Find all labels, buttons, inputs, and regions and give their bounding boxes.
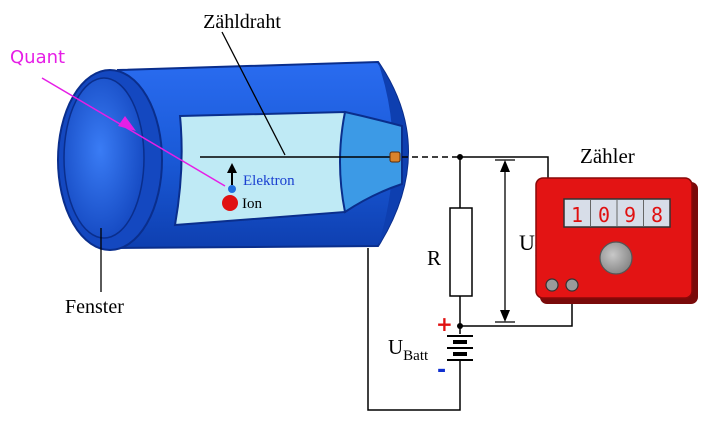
counter-knob[interactable]	[599, 241, 633, 275]
gas-chamber	[173, 110, 346, 227]
quant-label: Quant	[10, 47, 65, 68]
electron-arrowhead	[227, 163, 237, 173]
battery-minus: -	[437, 358, 446, 383]
counter-device: 1 0 9 8	[535, 177, 698, 304]
ion-label: Ion	[242, 196, 262, 212]
window	[63, 77, 145, 239]
elektron-label: Elektron	[243, 173, 295, 189]
battery-plus: +	[436, 312, 453, 336]
counter-digit-4: 8	[651, 203, 663, 227]
geiger-tube	[57, 60, 409, 251]
fenster-label: Fenster	[65, 296, 124, 318]
anode-holder	[339, 110, 403, 214]
zaehler-label: Zähler	[580, 144, 635, 168]
quant-arrowhead	[118, 116, 136, 131]
resistor	[449, 207, 473, 297]
counter-digit-1: 1	[571, 203, 583, 227]
ion	[222, 195, 238, 211]
zaehldraht-pointer	[221, 31, 286, 156]
counter-terminal-left	[545, 278, 559, 292]
battery	[447, 326, 473, 366]
junction-top	[457, 154, 463, 160]
counter-terminal-right	[565, 278, 579, 292]
electron	[228, 185, 236, 193]
counter-digit-2: 0	[598, 203, 610, 227]
u-batt-label: UBatt	[388, 335, 429, 364]
feedthrough	[389, 151, 401, 163]
zaehldraht-label: Zähldraht	[203, 11, 281, 33]
resistor-label: R	[427, 246, 441, 270]
counter-digit-3: 9	[624, 203, 636, 227]
u-r-arrow	[495, 159, 515, 323]
quant-ray	[41, 77, 226, 187]
